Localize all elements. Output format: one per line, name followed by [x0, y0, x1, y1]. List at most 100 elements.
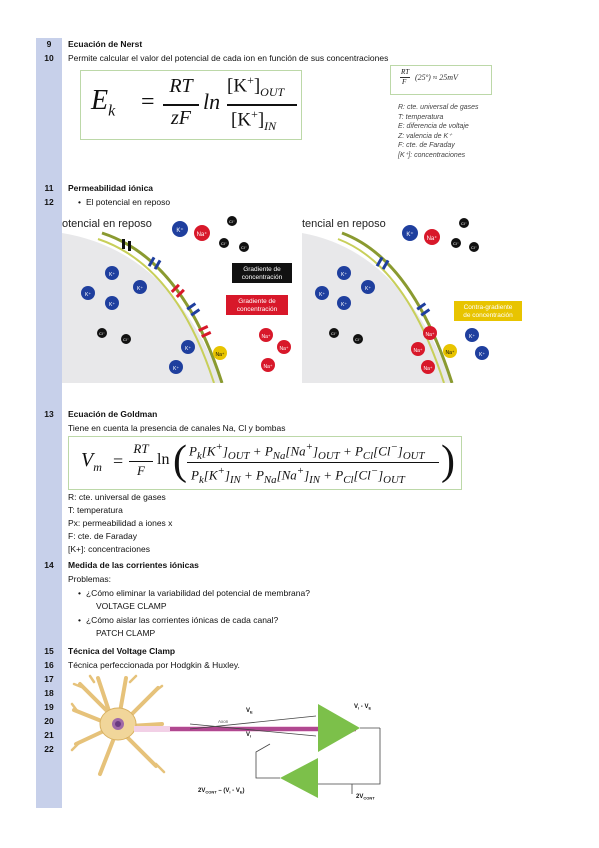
row-number: 9: [46, 39, 52, 49]
svg-text:Na⁺: Na⁺: [215, 352, 224, 358]
answer-1: VOLTAGE CLAMP: [96, 601, 167, 611]
nerst-title: Ecuación de Nerst: [68, 39, 143, 49]
question-1: ¿Cómo eliminar la variabilidad del poten…: [78, 588, 310, 599]
medida-title: Medida de las corrientes iónicas: [68, 560, 199, 570]
svg-text:Cl⁻: Cl⁻: [453, 241, 459, 246]
right-membrane-outer: [341, 231, 454, 383]
row-number: 11: [44, 183, 54, 193]
na-pump: Na⁺: [213, 346, 227, 360]
row-number: 14: [44, 560, 54, 570]
svg-text:K⁺: K⁺: [109, 302, 115, 308]
nerst-conc-bar: [227, 104, 297, 106]
nerst-conc-bottom: [K+]IN: [231, 107, 277, 134]
cl-ion: Cl⁻: [451, 238, 461, 248]
svg-text:concentración: concentración: [237, 306, 278, 313]
cl-ion: Cl⁻: [219, 238, 229, 248]
svg-text:Contra-gradiente: Contra-gradiente: [464, 304, 513, 311]
na-ion: Na⁺: [423, 326, 437, 340]
k-ion: K⁺: [81, 286, 95, 300]
na-ion: Na⁺: [261, 358, 275, 372]
k-ion: K⁺: [105, 266, 119, 280]
left-channel-red-2: [198, 324, 212, 338]
row-number: 21: [44, 730, 54, 740]
nerst-denominator: zF: [171, 107, 191, 129]
axon-label: Axon: [218, 719, 229, 724]
gradient-label-red: Gradiente de concentración: [226, 295, 288, 315]
goldman-equals: =: [113, 451, 124, 471]
svg-text:de concentración: de concentración: [463, 312, 513, 319]
nerst-conc-top: [K+]OUT: [227, 73, 285, 100]
svg-text:K⁺: K⁺: [176, 227, 183, 234]
legend-item: [K+]: concentraciones: [68, 544, 150, 554]
k-ion: K⁺: [315, 286, 329, 300]
goldman-title: Ecuación de Goldman: [68, 409, 158, 419]
k-ion: K⁺: [105, 296, 119, 310]
goldman-bottom-expr: Pk[K+]IN + PNa[Na+]IN + PCl[Cl−]OUT: [191, 465, 405, 486]
vi-label: Vi: [246, 732, 251, 739]
svg-text:Cl⁻: Cl⁻: [331, 331, 337, 336]
goldman-main-bar: [187, 462, 439, 463]
svg-text:K⁺: K⁺: [469, 334, 475, 340]
svg-text:Gradiente de: Gradiente de: [243, 266, 281, 273]
row-number: 20: [44, 716, 54, 726]
goldman-fraction-bar: [129, 461, 153, 462]
k-ion: K⁺: [337, 296, 351, 310]
electrode-vi: [189, 715, 317, 730]
legend-item: T: temperatura: [398, 113, 444, 121]
right-panel-title: tencial en reposo: [302, 218, 386, 230]
svg-text:Na⁺: Na⁺: [413, 348, 422, 354]
amp2-output-line: [255, 743, 280, 779]
legend-item: E: diferencia de voltaje: [398, 123, 469, 130]
row-number: 17: [44, 674, 54, 684]
amplifier-1: [318, 704, 360, 752]
na-ion: Na⁺: [194, 225, 210, 241]
left-channel-blue-1: [147, 256, 162, 270]
nerst-lhs: Ek: [91, 85, 116, 120]
goldman-top-expr: Pk[K+]OUT + PNa[Na+]OUT + PCl[Cl−]OUT: [189, 441, 425, 462]
cl-ion: Cl⁻: [329, 328, 339, 338]
k-ion: K⁺: [475, 346, 489, 360]
svg-text:Na⁺: Na⁺: [425, 332, 434, 338]
svg-text:Cl⁻: Cl⁻: [471, 245, 477, 250]
svg-text:Cl⁻: Cl⁻: [229, 219, 235, 224]
legend-item: R: cte. universal de gases: [398, 104, 479, 111]
left-membrane-inner: [97, 238, 215, 383]
svg-text:K⁺: K⁺: [185, 346, 191, 352]
row-number: 12: [44, 197, 54, 207]
svg-text:Cl⁻: Cl⁻: [355, 337, 361, 342]
goldman-paren-close: ): [441, 438, 455, 484]
nerst-fraction-bar: [163, 104, 199, 106]
goldman-numerator: RT: [133, 441, 149, 456]
na-pump: Na⁺: [443, 344, 457, 358]
resting-potential-figure: otencial en reposo K⁺ Na⁺ Cl⁻ Cl⁻ Cl⁻ K⁺…: [62, 211, 540, 383]
goldman-paren-open: (: [173, 438, 187, 484]
neuron-icon: [70, 674, 166, 776]
svg-text:Na⁺: Na⁺: [263, 364, 272, 370]
goldman-lhs: Vm: [81, 449, 102, 474]
row-number: 13: [44, 409, 54, 419]
amplifier-2: [280, 758, 318, 798]
svg-text:Na⁺: Na⁺: [427, 235, 438, 242]
permeabilidad-bullet: El potencial en reposo: [78, 197, 170, 208]
legend-item: F: cte. de Faraday: [398, 142, 455, 149]
svg-text:concentración: concentración: [242, 274, 283, 281]
k-ion: K⁺: [172, 221, 188, 237]
mini-fraction-bar: [400, 77, 410, 78]
left-channel-blue-2: [186, 302, 201, 317]
nerst-description: Permite calcular el valor del potencial …: [68, 53, 389, 63]
row-number: 19: [44, 702, 54, 712]
nerst-numerator: RT: [169, 75, 193, 97]
svg-text:K⁺: K⁺: [406, 231, 413, 238]
svg-text:K⁺: K⁺: [109, 272, 115, 278]
svg-text:K⁺: K⁺: [479, 352, 485, 358]
svg-text:K⁺: K⁺: [85, 292, 91, 298]
left-channel-red-1: [170, 283, 185, 298]
svg-text:K⁺: K⁺: [365, 286, 371, 292]
k-ion: K⁺: [181, 340, 195, 354]
feedback-label: 2VCONT – (Vi - VE): [198, 788, 245, 795]
right-channel-blue-2: [416, 302, 431, 317]
na-ion: Na⁺: [411, 342, 425, 356]
row-number: 18: [44, 688, 54, 698]
svg-text:Na⁺: Na⁺: [261, 334, 270, 340]
svg-text:Na⁺: Na⁺: [423, 366, 432, 372]
